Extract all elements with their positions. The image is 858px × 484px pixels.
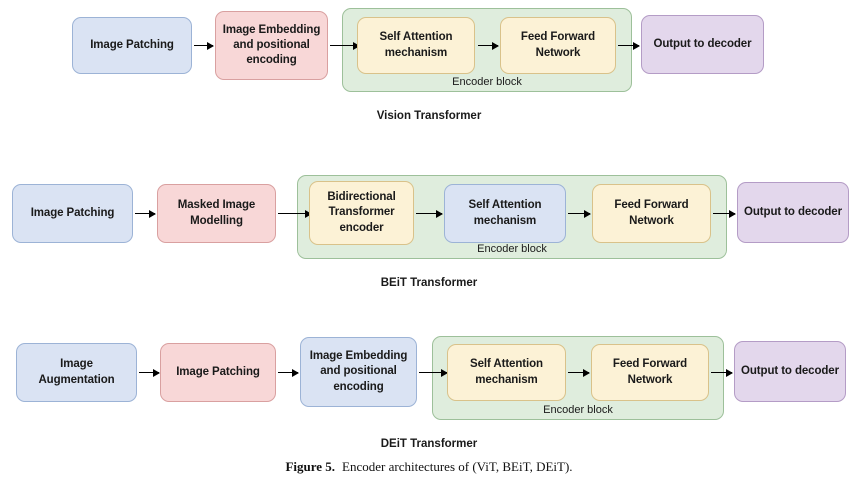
arrow-4 bbox=[568, 368, 590, 377]
diagram-row-deit: Encoder block Image Augmentation Image P… bbox=[0, 325, 858, 460]
node-image-patching[interactable]: Image Patching bbox=[12, 184, 133, 243]
diagram-row-beit: Encoder block Image Patching Masked Imag… bbox=[0, 165, 858, 300]
row-title-vit: Vision Transformer bbox=[376, 110, 482, 122]
arrow-3 bbox=[416, 209, 443, 218]
node-image-patching[interactable]: Image Patching bbox=[160, 343, 276, 402]
arrow-5 bbox=[711, 368, 733, 377]
node-feed-forward-network[interactable]: Feed Forward Network bbox=[592, 184, 711, 243]
node-self-attention-mechanism[interactable]: Self Attention mechanism bbox=[447, 344, 566, 401]
arrow-1 bbox=[194, 41, 214, 50]
arrow-4 bbox=[568, 209, 591, 218]
row-title-deit: DEiT Transformer bbox=[380, 438, 478, 450]
encoder-block-label: Encoder block bbox=[543, 404, 613, 416]
node-output-to-decoder[interactable]: Output to decoder bbox=[737, 182, 849, 243]
node-output-to-decoder[interactable]: Output to decoder bbox=[734, 341, 846, 402]
figure-caption-label: Figure 5. bbox=[285, 459, 336, 474]
figure-caption-text: Encoder architectures of (ViT, BEiT, DEi… bbox=[342, 459, 573, 474]
node-image-augmentation[interactable]: Image Augmentation bbox=[16, 343, 137, 402]
node-image-patching[interactable]: Image Patching bbox=[72, 17, 192, 74]
arrow-2 bbox=[330, 41, 360, 50]
node-self-attention-mechanism[interactable]: Self Attention mechanism bbox=[444, 184, 566, 243]
arrow-4 bbox=[618, 41, 640, 50]
node-bidirectional-transformer-encoder[interactable]: Bidirectional Transformer encoder bbox=[309, 181, 414, 245]
figure-caption: Figure 5. Encoder architectures of (ViT, … bbox=[0, 459, 858, 475]
node-output-to-decoder[interactable]: Output to decoder bbox=[641, 15, 764, 74]
arrow-1 bbox=[139, 368, 160, 377]
arrow-3 bbox=[419, 368, 448, 377]
arrow-2 bbox=[278, 209, 312, 218]
node-image-embedding-positional-encoding[interactable]: Image Embedding and positional encoding bbox=[300, 337, 417, 407]
arrow-3 bbox=[478, 41, 499, 50]
arrow-1 bbox=[135, 209, 156, 218]
node-masked-image-modelling[interactable]: Masked Image Modelling bbox=[157, 184, 276, 243]
arrow-5 bbox=[713, 209, 736, 218]
arrow-2 bbox=[278, 368, 299, 377]
node-feed-forward-network[interactable]: Feed Forward Network bbox=[500, 17, 616, 74]
node-feed-forward-network[interactable]: Feed Forward Network bbox=[591, 344, 709, 401]
node-image-embedding-positional-encoding[interactable]: Image Embedding and positional encoding bbox=[215, 11, 328, 80]
encoder-block-label: Encoder block bbox=[477, 243, 547, 255]
diagram-row-vit: Encoder block Image Patching Image Embed… bbox=[0, 0, 858, 135]
encoder-block-label: Encoder block bbox=[452, 76, 522, 88]
node-self-attention-mechanism[interactable]: Self Attention mechanism bbox=[357, 17, 475, 74]
row-title-beit: BEiT Transformer bbox=[380, 277, 478, 289]
